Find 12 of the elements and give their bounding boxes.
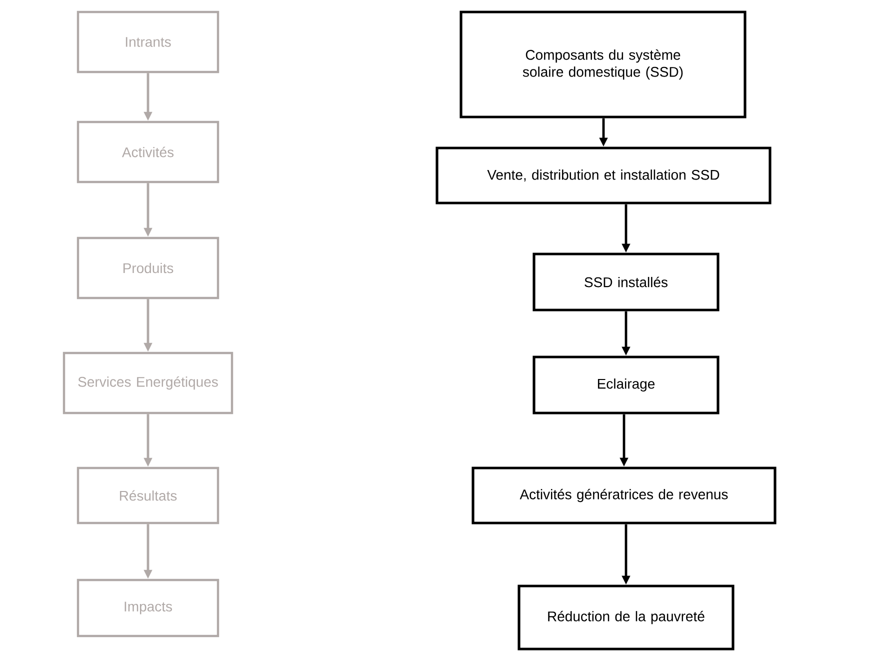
- process-box: Eclairage: [532, 356, 720, 414]
- stage-box: Résultats: [76, 466, 220, 524]
- stage-box: Services Energétiques: [62, 352, 234, 414]
- process-box: Vente, distribution et installation SSD: [436, 146, 772, 204]
- stage-box: Activités: [76, 120, 220, 184]
- process-box: SSD installés: [532, 252, 720, 312]
- process-box: Activités génératrices de revenus: [472, 466, 776, 524]
- stage-box: Produits: [76, 236, 220, 300]
- process-box: Composants du système solaire domestique (SSD): [460, 10, 746, 118]
- process-box: Réduction de la pauvreté: [518, 584, 734, 650]
- stage-box: Intrants: [76, 10, 220, 74]
- stage-box: Impacts: [76, 578, 220, 638]
